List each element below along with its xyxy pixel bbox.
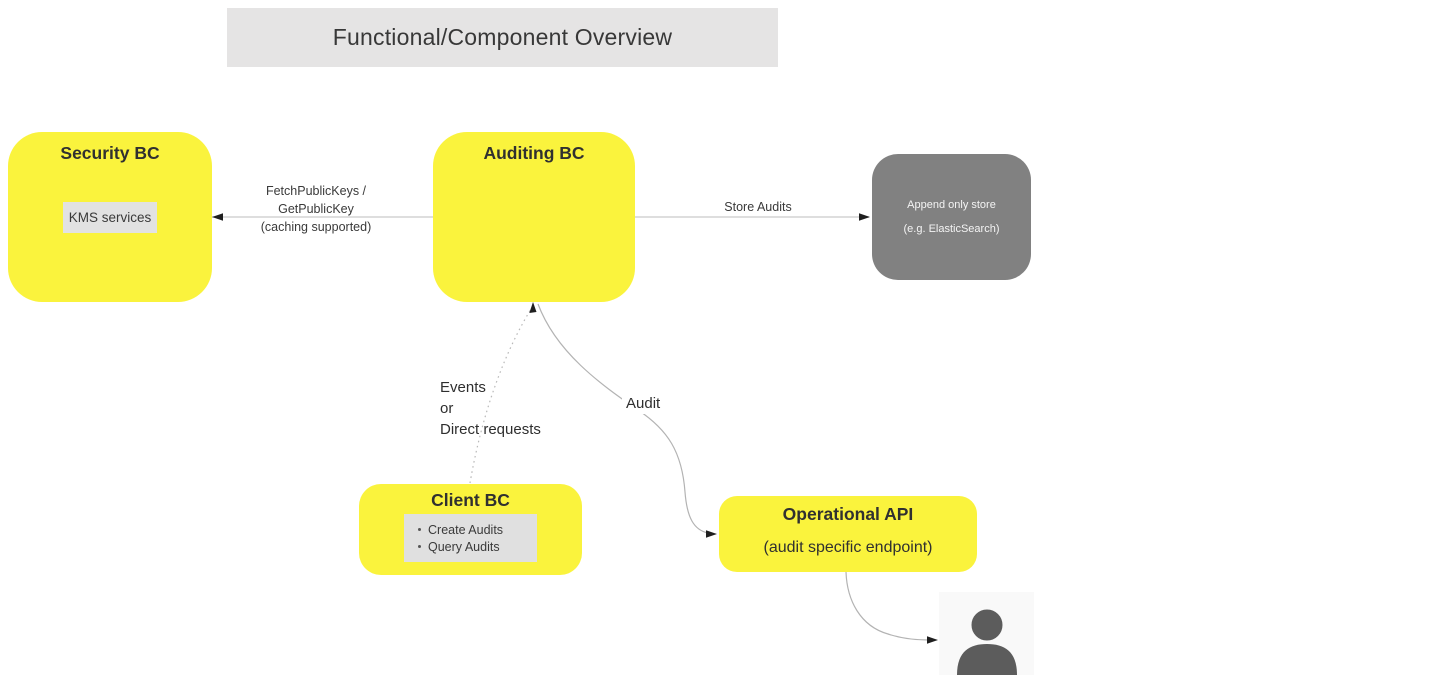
arrowhead-right-icon (859, 213, 870, 221)
kms-services-box: KMS services (63, 202, 157, 233)
node-append-only-store: Append only store (e.g. ElasticSearch) (872, 154, 1031, 280)
list-item-label: Query Audits (428, 539, 500, 554)
page-title: Functional/Component Overview (227, 8, 778, 67)
node-auditing-bc: Auditing BC (433, 132, 635, 302)
append-store-line2: (e.g. ElasticSearch) (903, 223, 1000, 235)
edge-label-audit: Audit (622, 394, 665, 414)
list-item: Query Audits (418, 540, 537, 554)
operational-api-title: Operational API (782, 504, 914, 524)
edge-label-caching: (caching supported) (260, 220, 372, 234)
edge-label-line: Direct requests (440, 421, 541, 438)
edge-label-line: Events (440, 379, 486, 396)
edge-label-line: GetPublicKey (278, 201, 354, 216)
node-client-bc: Client BC Create Audits Query Audits (359, 484, 582, 575)
node-operational-api: Operational API (audit specific endpoint… (719, 496, 977, 572)
person-icon (956, 606, 1017, 675)
client-bc-title: Client BC (431, 490, 510, 510)
arrowhead-audit-icon (706, 530, 717, 538)
edge-label-fetch-keys: FetchPublicKeys / GetPublicKey (236, 183, 396, 218)
auditing-bc-title: Auditing BC (483, 143, 585, 163)
arrowhead-user-icon (927, 636, 938, 644)
append-store-line1: Append only store (907, 199, 996, 211)
arrowhead-left-icon (212, 213, 223, 221)
edge-label-store-audits: Store Audits (724, 200, 792, 214)
security-bc-title: Security BC (60, 143, 160, 163)
bullet-icon (418, 545, 421, 548)
client-bc-capability-list: Create Audits Query Audits (404, 514, 537, 562)
bullet-icon (418, 528, 421, 531)
edge-to-user-line (845, 571, 929, 641)
node-security-bc: Security BC KMS services (8, 132, 212, 302)
edge-label-events: Events or Direct requests (440, 377, 541, 440)
arrowhead-up-icon (529, 302, 537, 313)
user-node (939, 592, 1034, 675)
operational-api-subtitle: (audit specific endpoint) (763, 539, 933, 556)
edge-label-line: or (440, 400, 454, 417)
edge-label-line: FetchPublicKeys / (265, 184, 367, 198)
list-item: Create Audits (418, 523, 537, 537)
list-item-label: Create Audits (428, 522, 504, 537)
